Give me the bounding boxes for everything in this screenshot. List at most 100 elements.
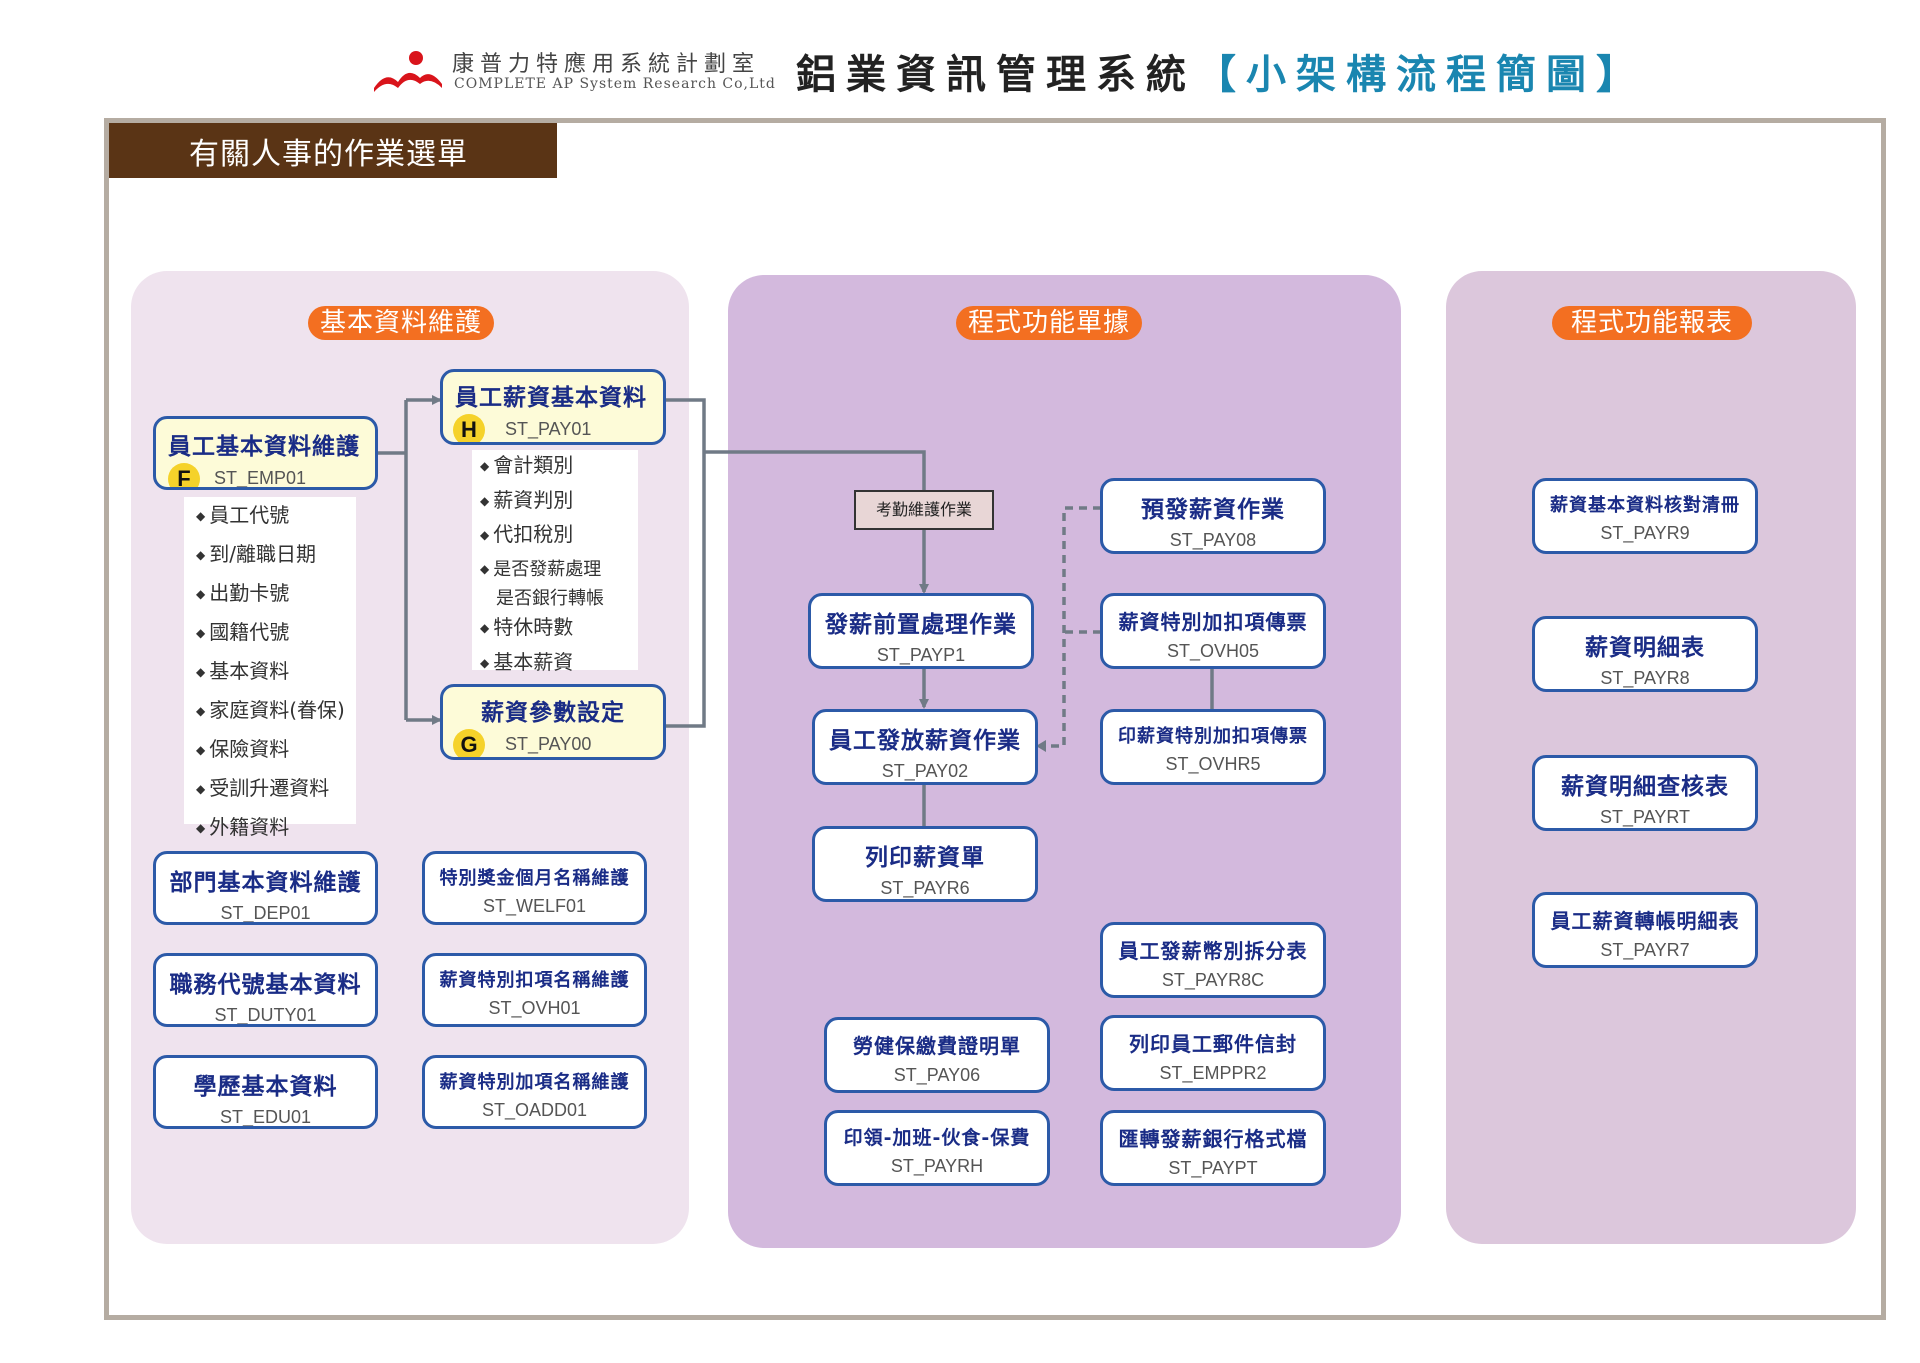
list-item: 是否發薪處理 bbox=[480, 554, 638, 588]
program-title: 薪資明細表 bbox=[1585, 635, 1705, 661]
program-box-payr8[interactable]: 薪資明細表 ST_PAYR8 bbox=[1532, 616, 1758, 692]
program-box-payrt[interactable]: 薪資明細查核表 ST_PAYRT bbox=[1532, 755, 1758, 831]
program-code: ST_WELF01 bbox=[482, 896, 587, 916]
program-title: 薪資參數設定 bbox=[481, 700, 625, 726]
badge-g: G bbox=[453, 729, 485, 757]
program-title: 印領-加班-伙食-保費 bbox=[843, 1127, 1031, 1149]
emp-field-list: 員工代號 到/離職日期 出勤卡號 國籍代號 基本資料 家庭資料(眷保) 保險資料… bbox=[184, 497, 356, 839]
program-title: 職務代號基本資料 bbox=[169, 972, 362, 998]
program-box-pay08[interactable]: 預發薪資作業 ST_PAY08 bbox=[1100, 478, 1326, 554]
program-box-pay06[interactable]: 勞健保繳費證明單 ST_PAY06 bbox=[824, 1017, 1050, 1093]
program-box-payr7[interactable]: 員工薪資轉帳明細表 ST_PAYR7 bbox=[1532, 892, 1758, 968]
list-item: 受訓升遷資料 bbox=[196, 770, 356, 809]
program-box-emppr2[interactable]: 列印員工郵件信封 ST_EMPPR2 bbox=[1100, 1015, 1326, 1091]
program-box-ovhr5[interactable]: 印薪資特別加扣項傳票 ST_OVHR5 bbox=[1100, 709, 1326, 785]
program-code: ST_PAY08 bbox=[1169, 530, 1257, 550]
program-title: 員工基本資料維護 bbox=[168, 434, 360, 460]
system-title: 鋁業資訊管理系統 bbox=[796, 52, 1196, 98]
program-title: 列印薪資單 bbox=[865, 845, 985, 871]
program-title: 薪資明細查核表 bbox=[1561, 774, 1729, 800]
list-item: 家庭資料(眷保) bbox=[196, 692, 356, 731]
program-title: 薪資基本資料核對清冊 bbox=[1550, 495, 1740, 516]
program-title: 印薪資特別加扣項傳票 bbox=[1118, 726, 1308, 747]
section-pill-basic: 基本資料維護 bbox=[308, 306, 494, 340]
program-box-ovh05[interactable]: 薪資特別加扣項傳票 ST_OVH05 bbox=[1100, 593, 1326, 669]
list-item: 外籍資料 bbox=[196, 809, 356, 848]
list-item: 保險資料 bbox=[196, 731, 356, 770]
program-box-payr6[interactable]: 列印薪資單 ST_PAYR6 bbox=[812, 826, 1038, 902]
company-logo bbox=[372, 48, 444, 92]
program-box-paypt[interactable]: 匯轉發薪銀行格式檔 ST_PAYPT bbox=[1100, 1110, 1326, 1186]
program-code: ST_PAYR9 bbox=[1600, 523, 1690, 543]
program-title: 發薪前置處理作業 bbox=[825, 612, 1017, 638]
badge-f: F bbox=[168, 463, 200, 487]
program-code: ST_PAYR6 bbox=[880, 878, 970, 898]
list-item: 到/離職日期 bbox=[196, 536, 356, 575]
program-code: ST_OVH01 bbox=[488, 998, 581, 1018]
program-title: 薪資特別加項名稱維護 bbox=[439, 1072, 630, 1093]
program-title: 員工發放薪資作業 bbox=[829, 728, 1021, 754]
program-code: ST_PAY02 bbox=[881, 761, 969, 781]
company-name-cn: 康普力特應用系統計劃室 bbox=[452, 52, 761, 77]
program-box-payrh[interactable]: 印領-加班-伙食-保費 ST_PAYRH bbox=[824, 1110, 1050, 1186]
list-item: 特休時數 bbox=[480, 612, 638, 647]
list-item: 薪資判別 bbox=[480, 485, 638, 520]
list-item: 基本資料 bbox=[196, 653, 356, 692]
program-box-edu01[interactable]: 學歷基本資料 ST_EDU01 bbox=[153, 1055, 378, 1129]
program-title: 薪資特別扣項名稱維護 bbox=[439, 970, 630, 991]
program-title: 預發薪資作業 bbox=[1141, 497, 1285, 523]
program-box-oadd01[interactable]: 薪資特別加項名稱維護 ST_OADD01 bbox=[422, 1055, 647, 1129]
program-code: ST_PAYR8 bbox=[1600, 668, 1690, 688]
program-title: 列印員工郵件信封 bbox=[1129, 1032, 1297, 1056]
program-box-duty01[interactable]: 職務代號基本資料 ST_DUTY01 bbox=[153, 953, 378, 1027]
list-item: 出勤卡號 bbox=[196, 575, 356, 614]
program-code: ST_OADD01 bbox=[481, 1100, 588, 1120]
program-box-payr8c[interactable]: 員工發薪幣別拆分表 ST_PAYR8C bbox=[1100, 922, 1326, 998]
program-code: ST_PAYP1 bbox=[876, 645, 966, 665]
attendance-maintenance-label: 考勤維護作業 bbox=[854, 490, 994, 530]
menu-title: 有關人事的作業選單 bbox=[109, 123, 557, 178]
program-title: 特別獎金個月名稱維護 bbox=[439, 868, 630, 889]
list-item: 是否銀行轉帳 bbox=[496, 588, 604, 609]
program-code: ST_OVH05 bbox=[1166, 641, 1260, 661]
list-item: 會計類別 bbox=[480, 450, 638, 485]
program-title: 部門基本資料維護 bbox=[169, 870, 362, 896]
program-title: 員工薪資基本資料 bbox=[455, 385, 647, 411]
program-box-pay02[interactable]: 員工發放薪資作業 ST_PAY02 bbox=[812, 709, 1038, 785]
list-item: 員工代號 bbox=[196, 497, 356, 536]
program-code: ST_OVHR5 bbox=[1165, 754, 1261, 774]
list-item: 代扣稅別 bbox=[480, 519, 638, 554]
program-code: ST_PAYRH bbox=[890, 1156, 984, 1176]
program-code: ST_DUTY01 bbox=[214, 1005, 317, 1025]
program-box-ovh01[interactable]: 薪資特別扣項名稱維護 ST_OVH01 bbox=[422, 953, 647, 1027]
section-pill-reports: 程式功能報表 bbox=[1552, 306, 1752, 340]
program-code: ST_PAYRT bbox=[1599, 807, 1691, 827]
program-code: ST_PAYPT bbox=[1168, 1158, 1258, 1178]
program-code: ST_PAYR8C bbox=[1161, 970, 1265, 990]
section-pill-forms: 程式功能單據 bbox=[956, 306, 1142, 340]
program-title: 勞健保繳費證明單 bbox=[853, 1034, 1021, 1058]
program-code: ST_DEP01 bbox=[220, 903, 311, 923]
program-box-payr9[interactable]: 薪資基本資料核對清冊 ST_PAYR9 bbox=[1532, 478, 1758, 554]
program-title: 員工薪資轉帳明細表 bbox=[1550, 909, 1740, 933]
program-title: 員工發薪幣別拆分表 bbox=[1118, 939, 1308, 963]
pay01-field-list: 會計類別 薪資判別 代扣稅別 是否發薪處理 是否銀行轉帳 特休時數 基本薪資 bbox=[472, 450, 638, 674]
program-box-payp1[interactable]: 發薪前置處理作業 ST_PAYP1 bbox=[808, 593, 1034, 669]
program-code: ST_PAY06 bbox=[893, 1065, 981, 1085]
program-box-welf01[interactable]: 特別獎金個月名稱維護 ST_WELF01 bbox=[422, 851, 647, 925]
company-name-en: COMPLETE AP System Research Co,Ltd bbox=[454, 76, 776, 92]
diagram-subtitle: 【小架構流程簡圖】 bbox=[1196, 52, 1646, 98]
program-code: ST_EDU01 bbox=[219, 1107, 312, 1127]
badge-h: H bbox=[453, 414, 485, 442]
list-item: 國籍代號 bbox=[196, 614, 356, 653]
program-title: 匯轉發薪銀行格式檔 bbox=[1118, 1127, 1308, 1151]
program-box-dep01[interactable]: 部門基本資料維護 ST_DEP01 bbox=[153, 851, 378, 925]
program-title: 學歷基本資料 bbox=[193, 1074, 338, 1100]
